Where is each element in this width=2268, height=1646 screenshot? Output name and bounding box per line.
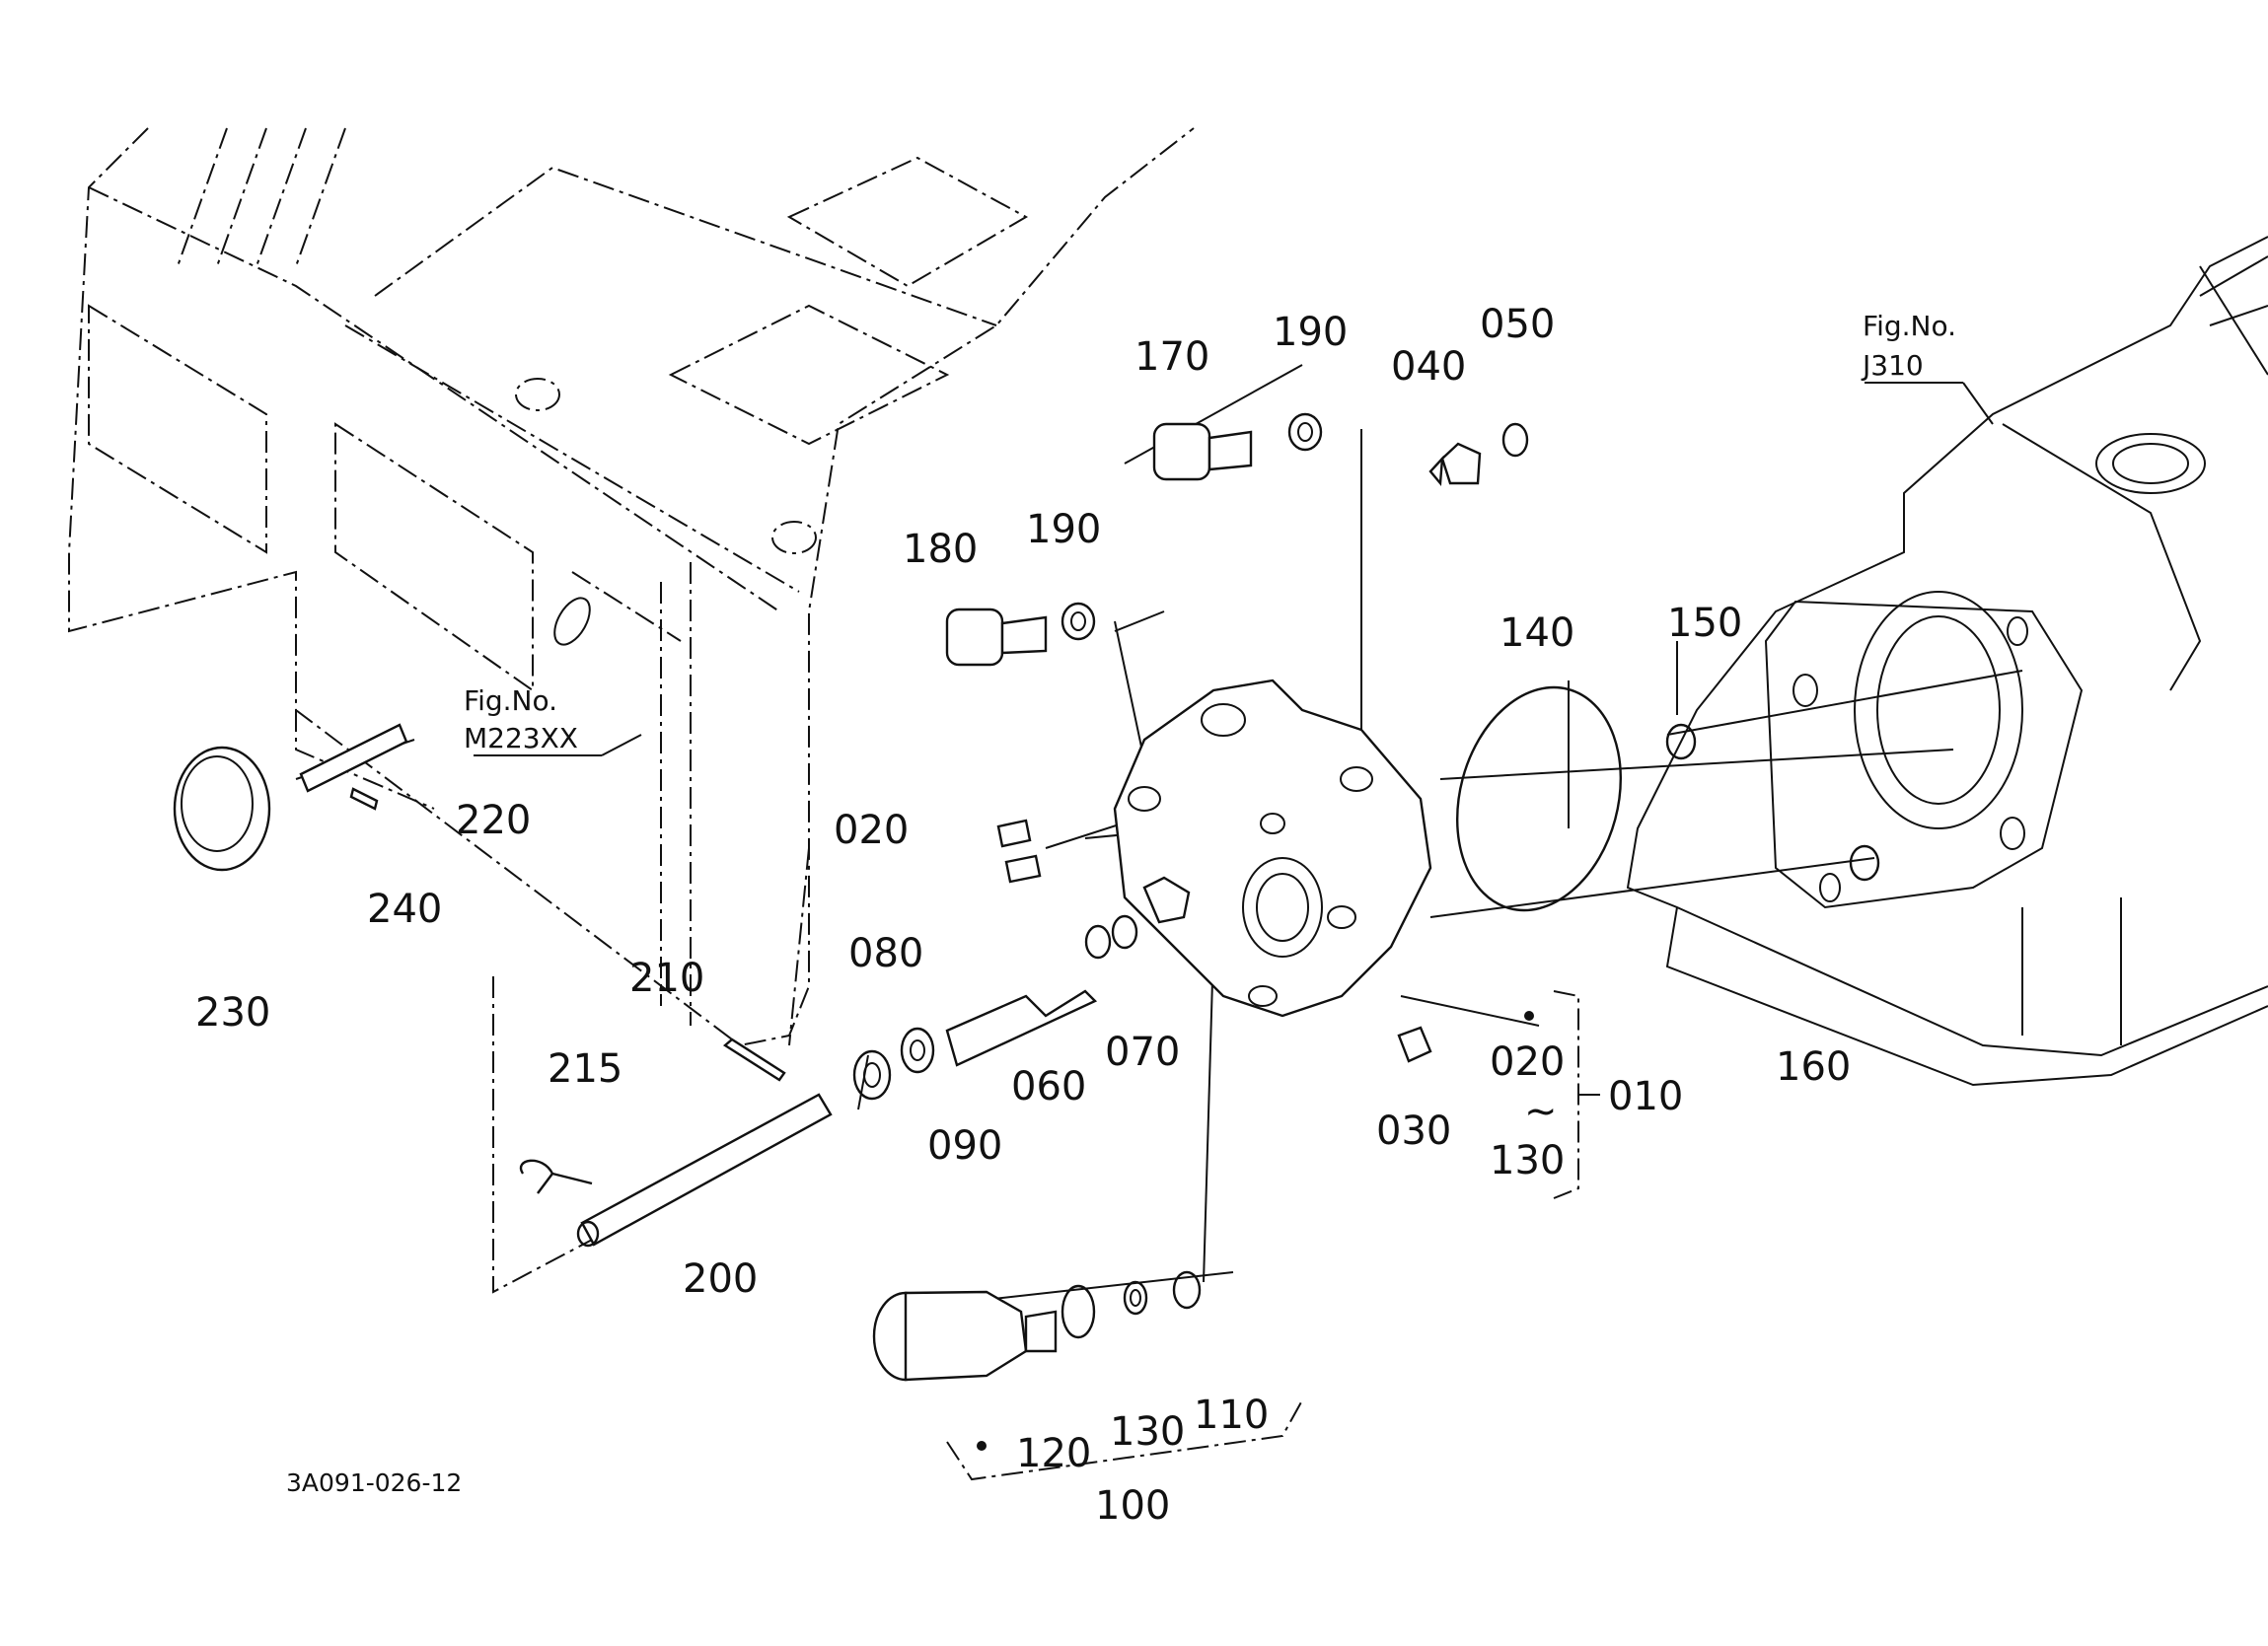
fig-ref-j310-leader <box>1962 382 1994 425</box>
callout-230: 230 <box>195 990 270 1036</box>
shaft-220 <box>299 723 408 793</box>
relief-valve-100 <box>872 1270 1202 1382</box>
pin-210 <box>722 1038 786 1082</box>
callout-110: 110 <box>1194 1393 1269 1438</box>
fig-ref-m223xx-line2[interactable]: M223XX <box>464 722 578 754</box>
bolt-170 <box>1152 412 1323 481</box>
callout-030: 030 <box>1376 1109 1451 1154</box>
callout-240: 240 <box>367 887 442 932</box>
group-bracket-010 <box>1524 990 1600 1199</box>
callout-080: 080 <box>848 931 923 976</box>
callout-020-range-start: 020 <box>1490 1039 1565 1085</box>
callout-200: 200 <box>683 1256 758 1302</box>
callout-040: 040 <box>1391 344 1466 390</box>
callout-100: 100 <box>1095 1483 1170 1529</box>
pin-240 <box>349 787 379 811</box>
fig-ref-m223xx-leader <box>601 734 642 756</box>
callout-020-left: 020 <box>834 808 909 853</box>
callout-010: 010 <box>1608 1074 1683 1119</box>
range-symbol: ~ <box>1524 1089 1558 1134</box>
callout-150: 150 <box>1667 601 1742 646</box>
callout-labels: 170 190 040 050 180 190 140 150 020 080 … <box>195 302 1851 1529</box>
callout-140: 140 <box>1500 610 1574 656</box>
callout-120: 120 <box>1016 1431 1091 1476</box>
housing-outline-left <box>68 127 1195 1294</box>
callout-090: 090 <box>927 1123 1002 1169</box>
valve-040 <box>1428 442 1482 487</box>
callout-170: 170 <box>1134 334 1209 380</box>
housing-outline-right <box>1626 236 2268 1087</box>
callout-130-range-end: 130 <box>1490 1138 1565 1183</box>
group-bracket-100 <box>946 1399 1303 1481</box>
knob-230 <box>173 746 271 872</box>
callout-130: 130 <box>1110 1409 1185 1455</box>
clip-215 <box>519 1159 593 1194</box>
oring-160 <box>1849 844 1880 882</box>
callout-210: 210 <box>629 956 704 1001</box>
pump-body <box>1113 679 1432 1018</box>
callout-070: 070 <box>1105 1030 1180 1075</box>
ring-050 <box>1501 422 1529 458</box>
callout-050: 050 <box>1480 302 1555 347</box>
callout-160: 160 <box>1776 1044 1851 1090</box>
callout-180: 180 <box>903 527 978 572</box>
plug-030 <box>1397 1026 1432 1063</box>
rod-200 <box>576 1093 833 1248</box>
oring-150 <box>1665 723 1697 760</box>
plugs-020 <box>996 819 1042 884</box>
shaft-060 <box>945 914 1138 1067</box>
callout-190-lower: 190 <box>1026 507 1101 552</box>
callout-215: 215 <box>548 1046 622 1092</box>
callout-220: 220 <box>456 798 531 843</box>
fig-ref-j310-line2[interactable]: J310 <box>1861 349 1924 382</box>
washers-080-090 <box>852 1027 935 1101</box>
fig-ref-m223xx-line1[interactable]: Fig.No. <box>464 684 557 717</box>
bolt-180 <box>945 602 1096 667</box>
oring-140 <box>1455 685 1623 912</box>
callout-190-upper: 190 <box>1273 310 1348 355</box>
diagram-code: 3A091-026-12 <box>286 1468 462 1497</box>
fig-ref-j310-line1[interactable]: Fig.No. <box>1863 310 1956 342</box>
figure-references: Fig.No. M223XX Fig.No. J310 <box>464 310 1956 754</box>
callout-060: 060 <box>1011 1064 1086 1109</box>
